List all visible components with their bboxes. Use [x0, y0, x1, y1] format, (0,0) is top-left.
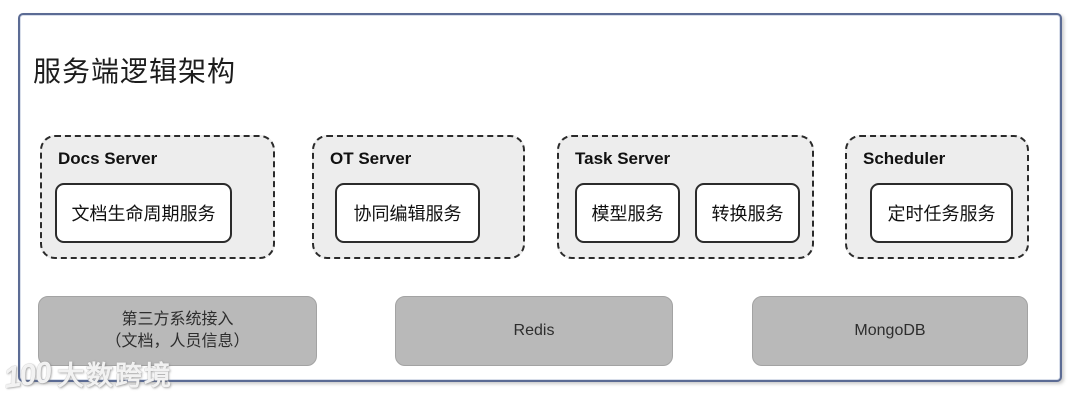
- cluster-task-server: Task Server 模型服务 转换服务: [557, 135, 814, 259]
- service-conversion: 转换服务: [695, 183, 800, 243]
- cluster-scheduler-label: Scheduler: [863, 149, 946, 168]
- service-scheduled-task: 定时任务服务: [870, 183, 1013, 243]
- service-collab-editing: 协同编辑服务: [335, 183, 480, 243]
- infra-redis: Redis: [395, 296, 673, 366]
- infra-third-party-line2: （文档，人员信息）: [105, 333, 250, 350]
- cluster-ot-server-label: OT Server: [330, 149, 412, 168]
- cluster-task-server-label: Task Server: [575, 149, 671, 168]
- infra-third-party-system: 第三方系统接入 （文档，人员信息）: [38, 296, 317, 366]
- cluster-docs-server-label: Docs Server: [58, 149, 158, 168]
- cluster-ot-server: OT Server 协同编辑服务: [312, 135, 525, 259]
- infra-mongodb: MongoDB: [752, 296, 1028, 366]
- cluster-docs-server: Docs Server 文档生命周期服务: [40, 135, 275, 259]
- cluster-scheduler: Scheduler 定时任务服务: [845, 135, 1029, 259]
- service-model: 模型服务: [575, 183, 680, 243]
- infra-mongodb-label: MongoDB: [854, 322, 926, 340]
- service-doc-lifecycle: 文档生命周期服务: [55, 183, 232, 243]
- diagram-title: 服务端逻辑架构: [33, 56, 237, 87]
- infra-redis-label: Redis: [513, 322, 555, 340]
- infra-third-party-line1: 第三方系统接入: [121, 311, 234, 329]
